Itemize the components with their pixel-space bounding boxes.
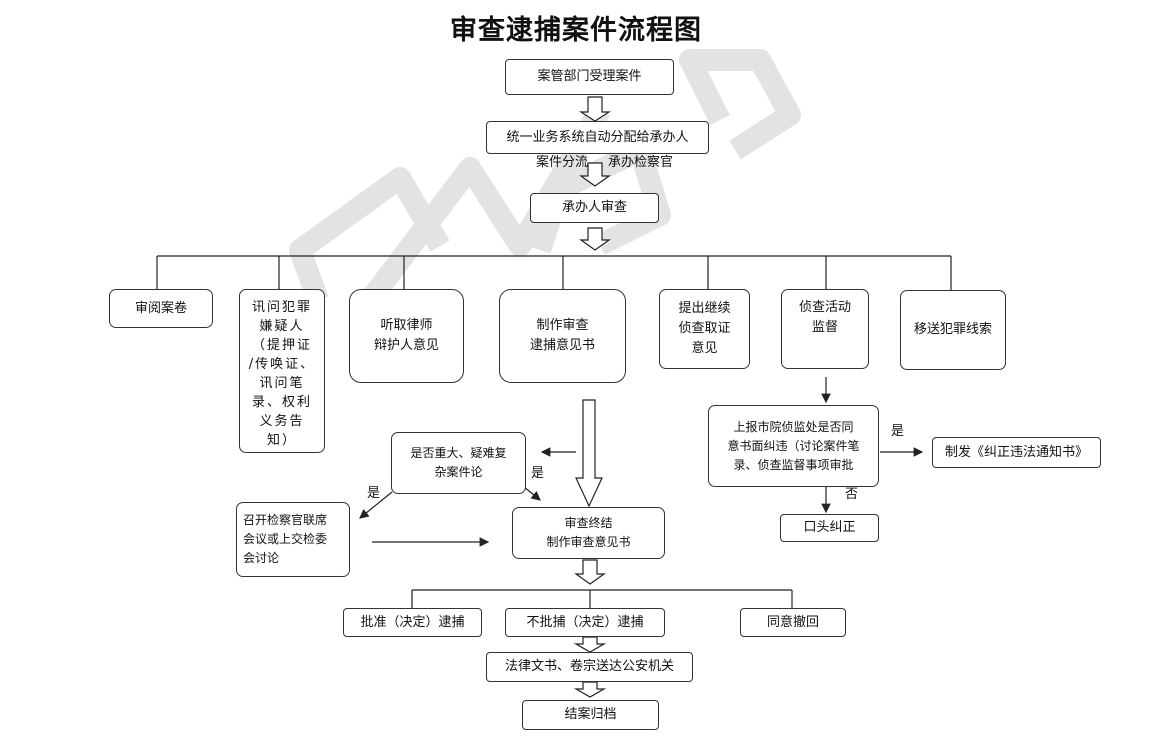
- box-transfer-clues: 移送犯罪线索: [900, 290, 1006, 370]
- hollow-arrow: [573, 681, 607, 698]
- box-handler-review: 承办人审查: [530, 193, 659, 223]
- box-read-file: 审阅案卷: [109, 289, 213, 328]
- chart-title: 审查逮捕案件流程图: [450, 15, 702, 46]
- box-investigation-supervision: 侦查活动 监督: [781, 289, 869, 369]
- box-arrest-opinion: 制作审查 逮捕意见书: [499, 289, 626, 383]
- hollow-arrow: [579, 162, 611, 187]
- label-no: 否: [845, 487, 859, 502]
- box-agree-withdraw: 同意撤回: [740, 608, 846, 637]
- hollow-arrow: [579, 227, 611, 251]
- box-close-archive: 结案归档: [522, 700, 659, 730]
- box-approve-arrest: 批准（决定）逮捕: [343, 608, 482, 637]
- label-yes: 是: [891, 424, 905, 439]
- hollow-arrow: [574, 559, 606, 585]
- box-auto-assign: 统一业务系统自动分配给承办人: [486, 121, 709, 154]
- hollow-arrow: [573, 636, 607, 653]
- box-deliver-documents: 法律文书、卷宗送达公安机关: [486, 652, 693, 682]
- box-report-city-procuratorate: 上报市院侦监处是否同 意书面纠违（讨论案件笔 录、侦查监督事项审批: [708, 405, 879, 487]
- box-oral-correction: 口头纠正: [780, 514, 879, 542]
- box-correction-notice: 制发《纠正违法通知书》: [932, 437, 1101, 468]
- box-accept-case: 案管部门受理案件: [505, 59, 674, 95]
- box-continue-investigation: 提出继续 侦查取证 意见: [659, 289, 750, 369]
- box-reject-arrest: 不批捕（决定）逮捕: [505, 608, 665, 637]
- label-yes: 是: [531, 466, 545, 481]
- label-case-split: 案件分流: [536, 155, 589, 170]
- box-major-case-decision: 是否重大、疑难复 杂案件论: [391, 432, 526, 494]
- label-prosecutor: 承办检察官: [608, 155, 674, 170]
- box-interrogate-suspect: 讯问犯罪 嫌疑人 （提押证 /传唤证、 讯问笔 录、权利 义务告 知）: [239, 289, 325, 453]
- label-yes: 是: [367, 486, 381, 501]
- box-prosecutor-meeting: 召开检察官联席 会议或上交检委 会讨论: [236, 502, 350, 577]
- box-review-conclusion: 审查终结 制作审查意见书: [512, 507, 665, 559]
- hollow-arrow: [578, 96, 612, 122]
- box-hear-lawyer: 听取律师 辩护人意见: [349, 289, 464, 383]
- hollow-arrow: [575, 399, 603, 508]
